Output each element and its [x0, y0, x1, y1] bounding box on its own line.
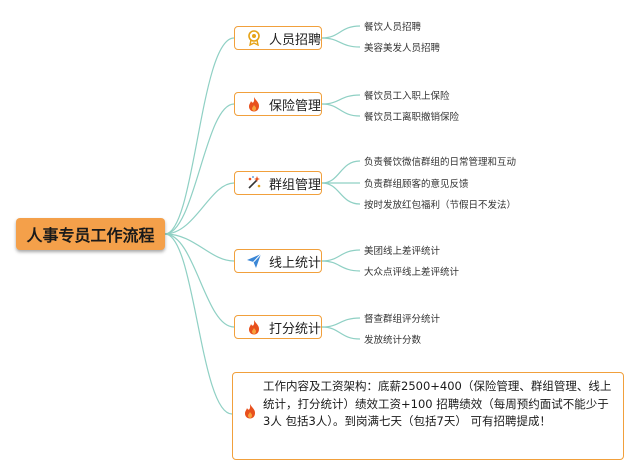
leaf-item: 发放统计分数	[364, 335, 422, 346]
paper-plane-icon	[245, 252, 263, 270]
branch-recruitment[interactable]: 人员招聘	[234, 26, 322, 50]
leaf-item: 美团线上差评统计	[364, 246, 441, 257]
branch-label: 线上统计	[268, 255, 321, 271]
sparkle-icon	[245, 174, 263, 192]
leaf-item: 按时发放红包福利（节假日不发法）	[364, 200, 517, 211]
leaf-item: 负责餐饮微信群组的日常管理和互动	[364, 157, 517, 168]
branch-label: 保险管理	[268, 98, 321, 114]
leaf-item: 督查群组评分统计	[364, 314, 441, 325]
leaf-item: 餐饮员工离职撤销保险	[364, 112, 460, 123]
fire-icon	[245, 318, 263, 336]
salary-note-text: 工作内容及工资架构：底薪2500+400（保险管理、群组管理、线上统计，打分统计…	[263, 379, 612, 428]
leaf-item: 餐饮人员招聘	[364, 22, 422, 33]
leaf-item: 餐饮员工入职上保险	[364, 91, 450, 102]
branch-insurance[interactable]: 保险管理	[234, 92, 322, 116]
fire-icon	[245, 95, 263, 113]
branch-online-statistics[interactable]: 线上统计	[234, 249, 322, 273]
fire-icon	[243, 403, 261, 421]
branch-label: 群组管理	[268, 177, 321, 193]
leaf-item: 负责群组顾客的意见反馈	[364, 179, 469, 190]
branch-label: 打分统计	[268, 321, 321, 337]
branch-label: 人员招聘	[268, 32, 321, 48]
award-icon	[245, 29, 263, 47]
salary-note[interactable]: 工作内容及工资架构：底薪2500+400（保险管理、群组管理、线上统计，打分统计…	[232, 372, 624, 460]
leaf-item: 大众点评线上差评统计	[364, 267, 460, 278]
branch-group-management[interactable]: 群组管理	[234, 171, 322, 195]
leaf-item: 美容美发人员招聘	[364, 43, 441, 54]
branch-score-statistics[interactable]: 打分统计	[234, 315, 322, 339]
root-topic-label: 人事专员工作流程	[26, 226, 155, 245]
root-topic[interactable]: 人事专员工作流程	[16, 218, 165, 250]
